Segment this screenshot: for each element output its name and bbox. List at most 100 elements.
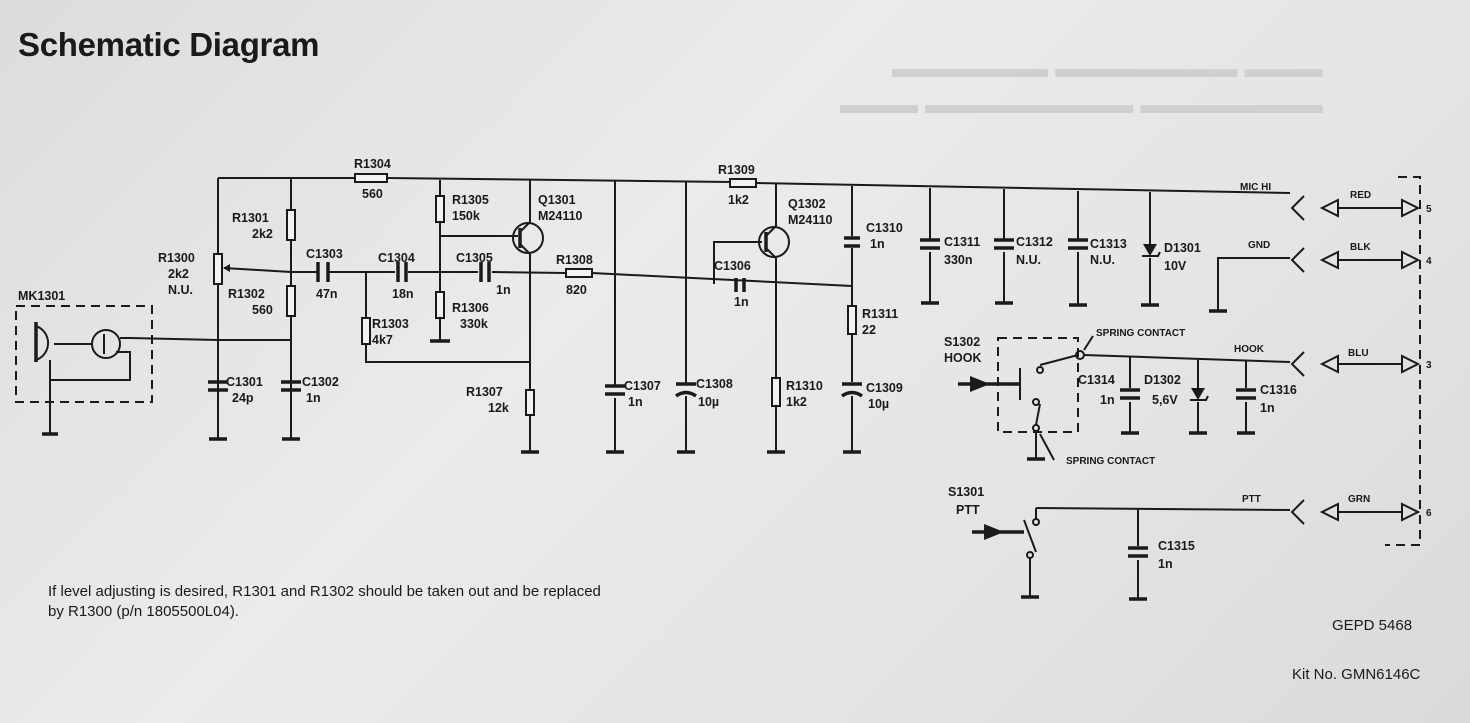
label-c1303-value: 47n	[316, 287, 338, 301]
capacitor-c1309	[840, 382, 864, 398]
capacitor-c1306	[734, 278, 746, 292]
capacitor-c1302	[281, 380, 301, 392]
label-c1306-value: 1n	[734, 295, 749, 309]
label-c1314-value: 1n	[1100, 393, 1115, 407]
label-c1304-value: 18n	[392, 287, 414, 301]
ground-symbols	[42, 301, 1255, 601]
page-title: Schematic Diagram	[18, 26, 320, 63]
transistor-q1302	[758, 225, 790, 259]
capacitors	[208, 236, 1256, 558]
label-q1301-ref: Q1301	[538, 193, 576, 207]
label-r1305-ref: R1305	[452, 193, 489, 207]
label-signal-hook: HOOK	[1234, 344, 1265, 355]
label-pin-4: 4	[1426, 256, 1432, 267]
resistor-r1306	[435, 291, 445, 319]
transistor-q1301	[512, 221, 544, 255]
label-c1305-ref: C1305	[456, 251, 493, 265]
resistor-r1305	[435, 195, 445, 223]
resistor-r1311	[847, 305, 857, 335]
label-c1315-value: 1n	[1158, 557, 1173, 571]
label-r1301-value: 2k2	[252, 227, 273, 241]
label-c1311-ref: C1311	[944, 235, 980, 249]
label-c1311-value: 330n	[944, 253, 973, 267]
label-c1308-ref: C1308	[696, 377, 733, 391]
connector-pin-4	[1290, 247, 1421, 273]
label-c1309-value: 10µ	[868, 397, 889, 411]
label-d1302-value: 5,6V	[1152, 393, 1178, 407]
capacitor-c1313	[1068, 238, 1088, 250]
label-pin-3: 3	[1426, 360, 1432, 371]
label-r1311-value: 22	[862, 323, 876, 337]
label-r1307-ref: R1307	[466, 385, 503, 399]
capacitor-c1308	[674, 382, 698, 398]
capacitor-c1315	[1128, 546, 1148, 558]
resistor-r1304	[354, 173, 388, 183]
resistor-r1307	[525, 389, 535, 416]
capacitor-c1301	[208, 380, 228, 392]
label-c1315-ref: C1315	[1158, 539, 1195, 553]
label-pin-6: 6	[1426, 508, 1432, 519]
label-d1301-value: 10V	[1164, 259, 1187, 273]
connector-pin-5	[1290, 195, 1421, 221]
label-c1301-ref: C1301	[226, 375, 263, 389]
label-c1309-ref: C1309	[866, 381, 903, 395]
label-c1303-ref: C1303	[306, 247, 343, 261]
label-signal-mic-hi: MIC HI	[1240, 182, 1271, 193]
capacitor-c1303	[316, 262, 330, 282]
label-r1306-ref: R1306	[452, 301, 489, 315]
label-r1309-value: 1k2	[728, 193, 749, 207]
label-c1302-ref: C1302	[302, 375, 339, 389]
label-c1316-ref: C1316	[1260, 383, 1297, 397]
label-r1302-value: 560	[252, 303, 273, 317]
component-labels: MK1301 R1300 2k2 N.U. R1301 2k2 R1302 56…	[18, 157, 1432, 571]
label-c1301-value: 24p	[232, 391, 254, 405]
connector-pin-3	[1290, 351, 1421, 377]
switch-s1302-hook	[958, 335, 1094, 461]
label-c1307-value: 1n	[628, 395, 643, 409]
label-d1302-ref: D1302	[1144, 373, 1181, 387]
connector-pin-6	[1290, 499, 1421, 525]
label-c1306-ref: C1306	[714, 259, 751, 273]
label-r1308-ref: R1308	[556, 253, 593, 267]
label-r1300-value: 2k2	[168, 267, 189, 281]
capacitor-c1316	[1236, 388, 1256, 400]
connector	[1290, 176, 1421, 546]
label-wire-red: RED	[1350, 190, 1371, 201]
label-spring-contact-top: SPRING CONTACT	[1096, 328, 1185, 339]
kit-number: Kit No. GMN6146C	[1292, 666, 1421, 683]
resistor-r1300	[213, 253, 223, 285]
label-signal-gnd: GND	[1248, 240, 1270, 251]
label-r1304-value: 560	[362, 187, 383, 201]
label-s1301-ref: S1301	[948, 485, 984, 499]
label-c1313-ref: C1313	[1090, 237, 1127, 251]
capacitor-c1307	[605, 384, 625, 396]
label-signal-ptt: PTT	[1242, 494, 1261, 505]
resistor-r1308	[565, 268, 593, 278]
capacitor-c1304	[396, 262, 408, 282]
level-adjust-note: If level adjusting is desired, R1301 and…	[48, 583, 601, 620]
resistor-r1303	[361, 317, 371, 345]
label-c1308-value: 10µ	[698, 395, 719, 409]
label-r1303-ref: R1303	[372, 317, 409, 331]
label-pin-5: 5	[1426, 204, 1432, 215]
label-r1300-ref: R1300	[158, 251, 195, 265]
label-c1304-ref: C1304	[378, 251, 415, 265]
label-spring-contact-bottom: SPRING CONTACT	[1066, 456, 1155, 467]
label-c1310-ref: C1310	[866, 221, 903, 235]
resistor-r1310	[771, 377, 781, 407]
label-r1305-value: 150k	[452, 209, 480, 223]
label-c1314-ref: C1314	[1078, 373, 1115, 387]
label-c1316-value: 1n	[1260, 401, 1275, 415]
label-d1301-ref: D1301	[1164, 241, 1201, 255]
label-q1301-value: M24110	[538, 209, 583, 223]
label-s1302-ref: S1302	[944, 335, 980, 349]
zener-d1302	[1190, 388, 1209, 401]
label-c1310-value: 1n	[870, 237, 885, 251]
resistor-r1309	[729, 178, 757, 188]
label-q1302-value: M24110	[788, 213, 833, 227]
label-q1302-ref: Q1302	[788, 197, 826, 211]
label-wire-blu: BLU	[1348, 348, 1369, 359]
label-r1302-ref: R1302	[228, 287, 265, 301]
diodes	[1142, 244, 1209, 401]
